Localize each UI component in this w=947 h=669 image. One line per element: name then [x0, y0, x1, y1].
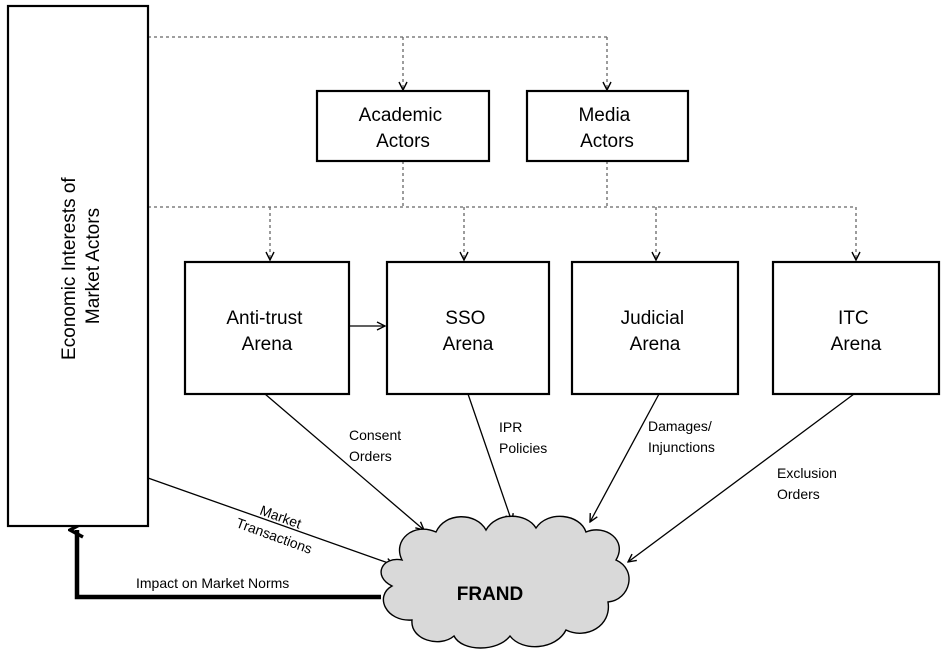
svg-text:Anti-trust Arena: Anti-trust Arena — [226, 308, 307, 355]
judicial-line-2: Arena — [630, 334, 681, 355]
academic-line-1: Academic — [359, 105, 442, 126]
itc-line-2: Arena — [831, 334, 882, 355]
ipr-policies-label: IPR Policies — [499, 419, 547, 456]
itc-line-1: ITC — [838, 308, 869, 329]
sso-arena-box: SSO Arena — [385, 260, 551, 396]
academic-actors-box: Academic Actors — [315, 89, 491, 163]
exclusion-orders-label: Exclusion Orders — [777, 465, 841, 502]
antitrust-line-2: Arena — [242, 334, 293, 355]
svg-text:ITC Arena: ITC Arena — [831, 308, 882, 355]
svg-text:Media Actors: Media Actors — [578, 105, 635, 152]
frand-cloud: FRAND — [380, 515, 630, 649]
dotted-connectors — [148, 36, 856, 260]
svg-text:Academic Actors: Academic Actors — [359, 105, 448, 152]
economic-label-line-1: Economic Interests of — [59, 177, 80, 360]
frand-label: FRAND — [457, 584, 524, 605]
svg-text:Economic Interests of Ma: Economic Interests of Market Actors — [59, 172, 104, 360]
media-actors-box: Media Actors — [525, 89, 690, 163]
economic-interests-box: Economic Interests of Market Actors — [6, 4, 150, 528]
antitrust-arena-box: Anti-trust Arena — [183, 260, 351, 396]
academic-line-2: Actors — [376, 131, 430, 152]
impact-arrow — [77, 530, 381, 600]
judicial-arena-box: Judicial Arena — [570, 260, 740, 396]
svg-text:SSO Arena: SSO Arena — [443, 308, 494, 355]
media-line-2: Actors — [580, 131, 634, 152]
judicial-line-1: Judicial — [621, 308, 684, 329]
damages-injunctions-label: Damages/ Injunctions — [648, 418, 716, 455]
impact-label: Impact on Market Norms — [136, 575, 289, 591]
economic-label-line-2: Market Actors — [83, 208, 104, 324]
itc-arena-box: ITC Arena — [771, 260, 941, 396]
sso-line-1: SSO — [445, 308, 485, 329]
solid-connectors — [147, 326, 855, 565]
antitrust-line-1: Anti-trust — [226, 308, 303, 329]
sso-line-2: Arena — [443, 334, 494, 355]
svg-text:Judicial Arena: Judicial Arena — [621, 308, 690, 355]
market-transactions-label: Market Transactions — [234, 496, 321, 557]
media-line-1: Media — [578, 105, 630, 126]
consent-orders-label: Consent Orders — [349, 427, 405, 464]
